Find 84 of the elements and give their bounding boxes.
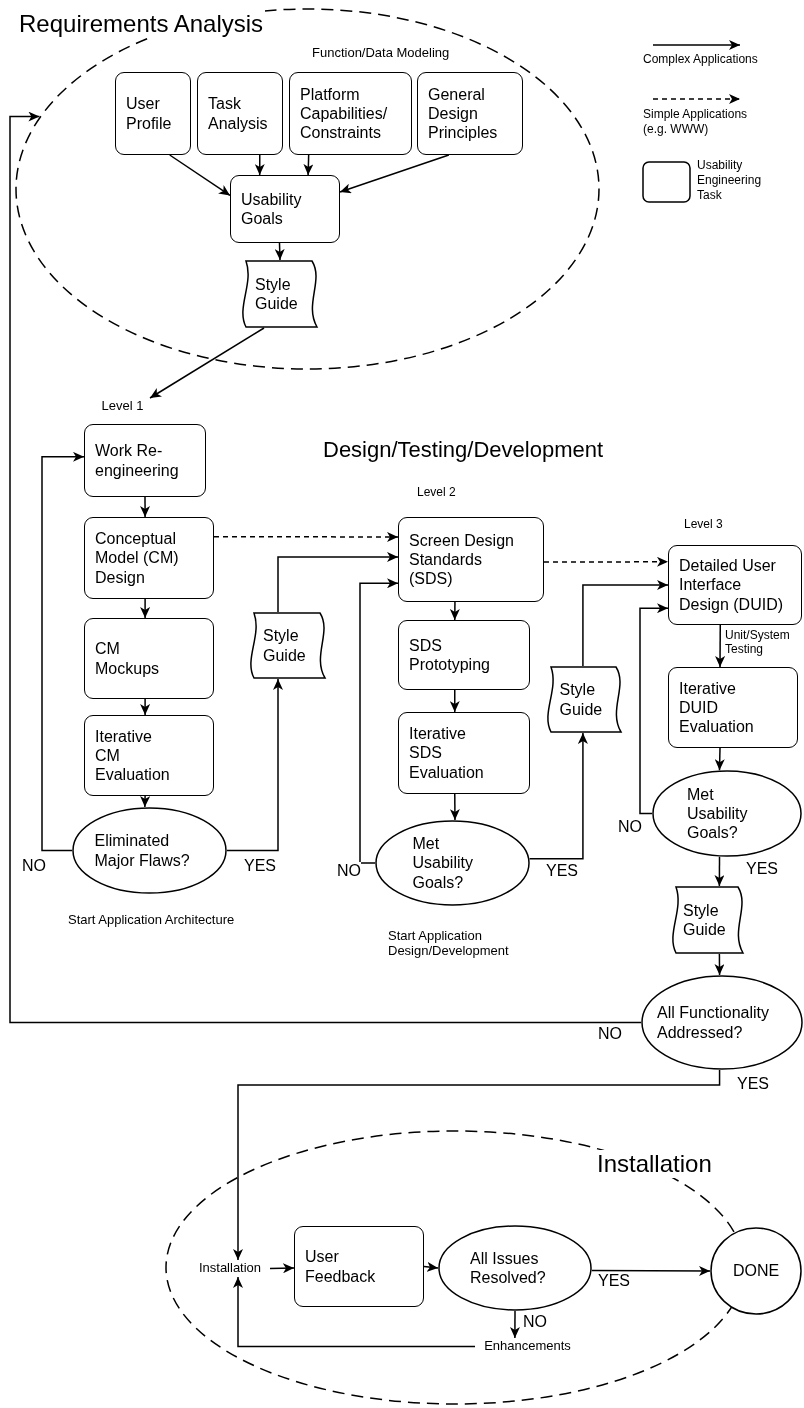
arrow	[274, 242, 285, 261]
process-box	[398, 620, 530, 690]
arrow	[449, 601, 460, 621]
process-box	[398, 712, 530, 794]
node-text: General Design Principles	[428, 84, 499, 143]
node-text: Style Guide	[255, 274, 299, 314]
process-box	[84, 715, 214, 796]
arrow	[140, 598, 151, 619]
arrow	[528, 732, 588, 860]
node-text: Style Guide	[559, 680, 604, 719]
process-box	[289, 72, 412, 155]
arrow	[9, 111, 642, 1024]
node-text: Detailed User Interface Design (DUID)	[679, 556, 784, 614]
node-text: User Profile	[126, 94, 173, 133]
process-box	[115, 72, 191, 155]
arrow	[423, 1261, 439, 1272]
legend-text: Simple Applications (e.g. WWW)	[643, 107, 749, 137]
note-text: Start Application Design/Development	[388, 928, 510, 958]
arrow	[639, 603, 669, 815]
legend-text: Usability Engineering Task	[697, 158, 763, 203]
arrow	[449, 793, 460, 821]
node-text: All Issues Resolved?	[470, 1248, 547, 1288]
node-text: Met Usability Goals?	[687, 784, 749, 843]
node-text: CM Mockups	[95, 639, 161, 678]
arrow	[233, 1069, 721, 1261]
arrow	[168, 154, 231, 197]
arrow	[140, 496, 151, 518]
note-text: Level 3	[684, 517, 723, 531]
arrow	[303, 154, 314, 176]
arrow	[714, 856, 725, 887]
arrow	[339, 154, 450, 194]
node-text: Task Analysis	[208, 94, 269, 133]
arrow	[714, 953, 725, 976]
node-text: Platform Capabilities/ Constraints	[300, 84, 389, 143]
node-text: User Feedback	[305, 1247, 377, 1286]
arrow	[269, 1263, 295, 1274]
node-text: Iterative SDS Evaluation	[409, 724, 485, 782]
process-box	[294, 1226, 424, 1307]
region-subtitle: Function/Data Modeling	[310, 45, 452, 60]
process-box	[417, 72, 523, 155]
process-box	[84, 618, 214, 699]
arrow	[140, 698, 151, 716]
note-text: Unit/System Testing	[725, 628, 791, 656]
node-text: All Functionality Addressed?	[657, 1003, 771, 1042]
arrow	[715, 624, 726, 668]
dashed-arrow	[543, 556, 669, 567]
node-text: Eliminated Major Flaws?	[94, 831, 191, 870]
node-text: Iterative CM Evaluation	[95, 726, 171, 785]
note-text: Level 2	[417, 485, 456, 499]
process-box	[398, 517, 544, 602]
arrow	[41, 451, 85, 852]
node-text: Conceptual Model (CM) Design	[95, 529, 180, 587]
arrow	[254, 154, 265, 176]
process-box	[668, 545, 802, 625]
arrow	[449, 689, 460, 713]
node-text: DONE	[732, 1261, 780, 1281]
node-text: Screen Design Standards (SDS)	[409, 530, 515, 589]
node-text: Style Guide	[263, 626, 307, 665]
node-text: Work Re-engineering	[95, 441, 180, 480]
node-text: SDS Prototyping	[409, 635, 491, 675]
arrow	[582, 580, 669, 667]
arrow	[714, 747, 725, 771]
arrow	[277, 551, 399, 613]
arrow	[149, 327, 265, 399]
arrow	[359, 578, 399, 864]
arrow	[233, 1276, 476, 1348]
process-box	[197, 72, 283, 155]
process-box	[84, 517, 214, 599]
arrow	[140, 795, 151, 808]
dashed-arrow	[213, 531, 399, 542]
section-heading: Design/Testing/Development	[323, 437, 604, 463]
node-text: Usability Goals	[241, 189, 303, 229]
arrow	[226, 678, 283, 852]
region-heading: Requirements Analysis	[17, 10, 266, 38]
node-text: Iterative DUID Evaluation	[679, 678, 755, 737]
process-box	[84, 424, 206, 497]
process-box	[668, 667, 798, 748]
arrow	[591, 1265, 711, 1276]
note-text: Start Application Architecture	[68, 912, 235, 927]
process-box	[230, 175, 340, 243]
node-text: Style Guide	[683, 900, 727, 940]
legend-text: Complex Applications	[643, 52, 759, 67]
node-text: Met Usability Goals?	[412, 834, 474, 892]
arrow	[509, 1310, 520, 1339]
